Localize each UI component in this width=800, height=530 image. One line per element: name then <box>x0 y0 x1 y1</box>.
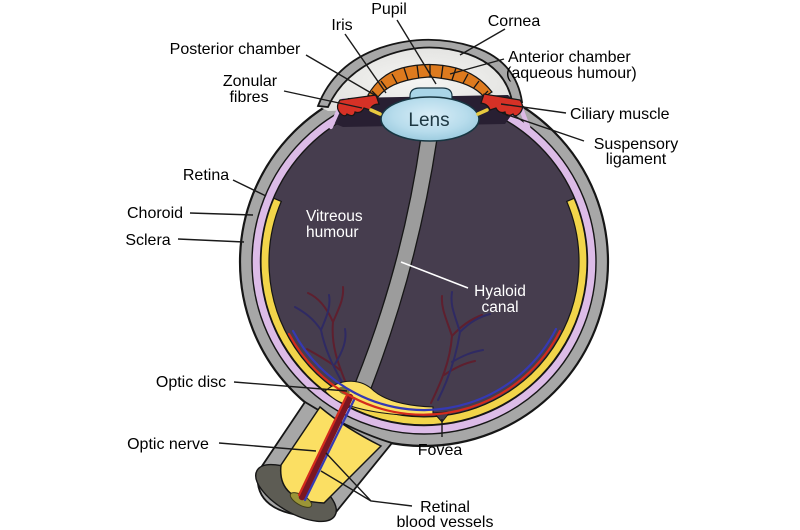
labels: Pupil Iris Cornea Posterior chamber Ante… <box>125 1 678 530</box>
lens-label: Lens <box>408 110 449 131</box>
label-vitreous-line2: humour <box>306 224 359 241</box>
leader-hyaloid-canal <box>400 261 469 289</box>
nerve-vessel-dark <box>298 393 354 501</box>
ciliary-muscle-left <box>336 94 380 117</box>
leader-cornea <box>459 28 506 56</box>
leader-retina <box>232 179 267 197</box>
leader-posterior-chamber <box>305 54 379 98</box>
label-hyaloid-line1: Hyaloid <box>474 283 526 300</box>
label-sclera: Sclera <box>125 232 170 249</box>
label-retinal-vessels-line1: Retinal <box>420 499 470 516</box>
leader-iris <box>344 33 387 94</box>
label-optic-disc: Optic disc <box>156 374 226 391</box>
leader-sclera <box>177 238 245 243</box>
leader-suspensory-ligament <box>501 112 585 142</box>
vitreous-vessels <box>294 286 491 404</box>
leader-optic-nerve <box>218 442 317 452</box>
leader-lines <box>177 19 585 507</box>
leader-anterior-chamber <box>449 58 505 75</box>
leader-retinal-vessels <box>320 452 413 507</box>
retinal-vessel-red-left <box>287 332 354 399</box>
label-posterior-chamber: Posterior chamber <box>170 41 301 58</box>
leader-zonular-fibres <box>283 90 363 109</box>
leader-optic-disc <box>233 381 348 392</box>
label-hyaloid-line2: canal <box>481 299 518 316</box>
leader-choroid <box>189 212 254 216</box>
nerve-vessel-blue <box>303 398 356 502</box>
label-anterior-chamber-line2: (aqueous humour) <box>506 65 637 82</box>
label-suspensory-line1: Suspensory <box>594 136 679 153</box>
leader-ciliary-muscle <box>500 103 567 114</box>
label-fovea: Fovea <box>418 442 463 459</box>
label-optic-nerve: Optic nerve <box>127 436 209 453</box>
label-iris: Iris <box>331 17 352 34</box>
retinal-vessel-blue-left <box>291 329 357 395</box>
label-zonular-line1: Zonular <box>223 73 278 90</box>
leader-pupil <box>396 19 437 85</box>
label-pupil: Pupil <box>371 1 407 18</box>
label-suspensory-line2: ligament <box>606 151 667 168</box>
retinal-vessel-red-right <box>350 329 562 416</box>
retinal-vessel-blue-right <box>353 327 558 412</box>
label-cornea: Cornea <box>488 13 541 30</box>
zonular-fibre-left <box>369 108 382 116</box>
lens-shape <box>380 96 480 142</box>
label-anterior-chamber-line1: Anterior chamber <box>508 49 631 66</box>
cornea-shape <box>316 38 524 108</box>
label-ciliary-muscle: Ciliary muscle <box>570 106 670 123</box>
retinal-surface-vessels <box>287 327 562 416</box>
label-vitreous-line1: Vitreous <box>306 208 363 225</box>
iris-shape <box>367 63 493 101</box>
vitreous-vessel-red-left <box>306 286 349 389</box>
zonular-fibre-right <box>476 108 489 116</box>
label-retinal-vessels-line2: blood vessels <box>397 514 494 530</box>
label-zonular-line2: fibres <box>229 89 268 106</box>
vitreous-vessel-red-right <box>430 295 483 404</box>
vitreous-vessel-blue-left <box>294 294 347 385</box>
label-retina: Retina <box>183 167 229 184</box>
nerve-vessel-red <box>297 393 349 497</box>
label-choroid: Choroid <box>127 205 183 222</box>
nerve-vessels <box>297 393 356 502</box>
vitreous-vessel-blue-right <box>437 291 491 401</box>
